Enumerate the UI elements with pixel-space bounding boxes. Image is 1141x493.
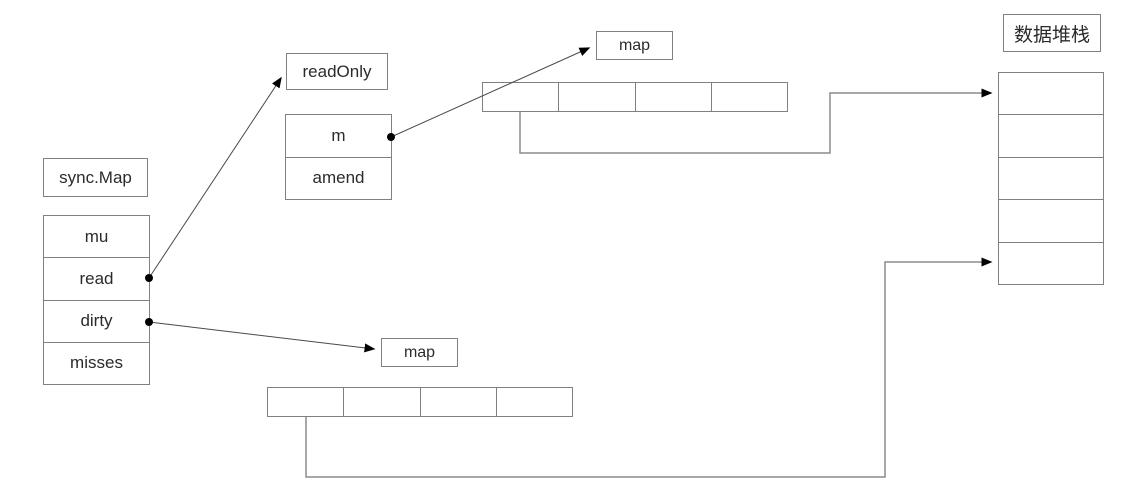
stack-cell — [999, 158, 1103, 201]
stack-cell — [999, 73, 1103, 116]
field-mu: mu — [44, 216, 149, 259]
array-cell — [268, 388, 345, 416]
readonly-box: readOnly — [286, 53, 388, 90]
stack-cell — [999, 243, 1103, 284]
field-dirty: dirty — [44, 301, 149, 343]
field-read: read — [44, 258, 149, 301]
data-stack-title: 数据堆栈 — [1003, 14, 1101, 52]
dirty-to-map-arrow — [148, 321, 376, 353]
read-bucket-array — [482, 82, 788, 112]
array-cell — [497, 388, 572, 416]
field-m: m — [286, 115, 391, 158]
array-cell — [559, 83, 636, 111]
readonly-struct: m amend — [285, 114, 392, 200]
array-cell — [344, 388, 421, 416]
field-misses: misses — [70, 353, 123, 373]
dirty-array-to-stack-connector — [305, 257, 993, 478]
read-to-readonly-arrow — [148, 76, 282, 279]
stack-cell — [999, 115, 1103, 158]
array-cell — [483, 83, 560, 111]
sync-map-title: sync.Map — [43, 158, 148, 197]
array-cell — [421, 388, 497, 416]
data-stack — [998, 72, 1104, 285]
stack-cell — [999, 200, 1103, 243]
field-amend: amend — [312, 168, 365, 188]
array-cell — [636, 83, 712, 111]
sync-map-struct: mu read dirty misses — [43, 215, 150, 385]
map-box-top: map — [596, 31, 673, 60]
dirty-bucket-array — [267, 387, 573, 417]
map-box-bottom: map — [381, 338, 458, 367]
array-cell — [712, 83, 787, 111]
